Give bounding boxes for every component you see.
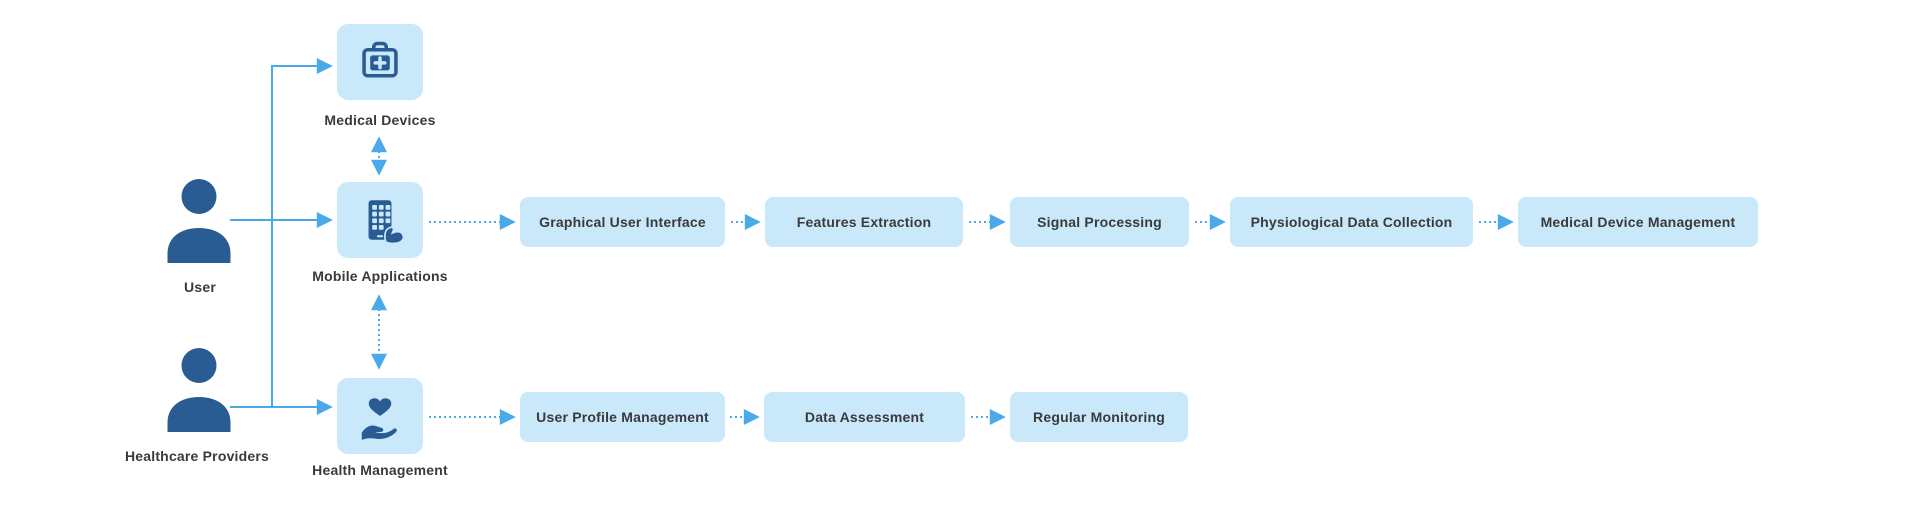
mobile-phone-hand-icon — [368, 200, 405, 245]
step-box-medical-device-management: Medical Device Management — [1518, 197, 1758, 247]
connector-users-to-medical-devices — [271, 58, 333, 407]
heart-in-hand-icon — [361, 398, 397, 440]
node-health-management-label: Health Management — [312, 462, 448, 478]
step-box-signal-processing: Signal Processing — [1010, 197, 1189, 247]
step-box-features-extraction: Features Extraction — [765, 197, 963, 247]
step-box-data-assessment: Data Assessment — [764, 392, 965, 442]
node-health-management — [337, 378, 423, 454]
node-medical-devices — [337, 24, 423, 100]
step-box-user-profile-management: User Profile Management — [520, 392, 725, 442]
step-box-graphical-user-interface: Graphical User Interface — [520, 197, 725, 247]
node-mobile-applications — [337, 182, 423, 258]
medical-kit-icon — [362, 41, 398, 78]
step-box-physiological-data-collection: Physiological Data Collection — [1230, 197, 1473, 247]
node-medical-devices-label: Medical Devices — [324, 112, 436, 128]
node-mobile-applications-label: Mobile Applications — [312, 268, 448, 284]
step-box-regular-monitoring: Regular Monitoring — [1010, 392, 1188, 442]
person-icon — [167, 348, 231, 432]
actor-healthcare-providers-label: Healthcare Providers — [124, 448, 270, 464]
actor-user-label: User — [184, 279, 216, 295]
person-icon — [167, 179, 231, 263]
